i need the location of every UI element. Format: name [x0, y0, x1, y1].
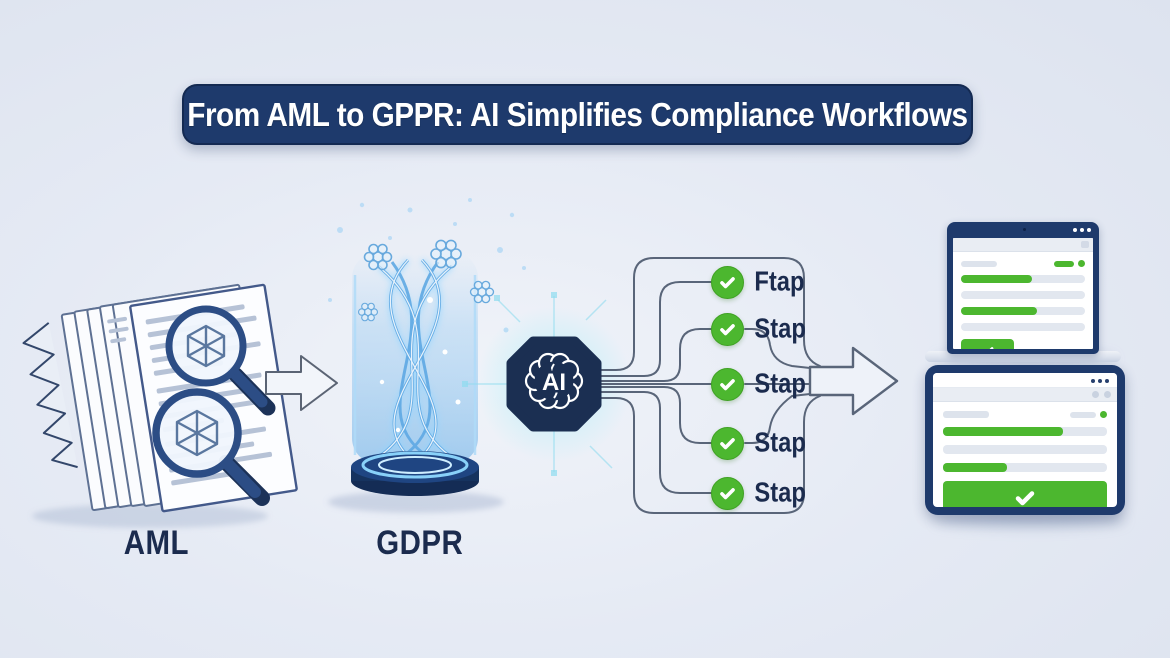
checklist-item-label: Ftap	[754, 266, 805, 297]
toolbar-icon	[1092, 391, 1099, 398]
aml-document-stack	[22, 283, 298, 513]
laptop-content	[953, 252, 1093, 349]
checklist-item: Stap	[711, 367, 807, 401]
check-icon	[711, 367, 744, 401]
ai-chip: AI	[506, 336, 602, 432]
confirm-button[interactable]	[961, 339, 1015, 349]
status-pill	[1054, 260, 1074, 267]
empty-bar	[943, 445, 1107, 454]
addressbar-button-icon	[1081, 241, 1089, 248]
tablet-titlebar	[933, 373, 1117, 388]
tablet-content	[933, 402, 1117, 507]
magnifier-icon	[165, 305, 276, 416]
progress-fill	[943, 463, 1007, 472]
camera-dot-icon	[1023, 228, 1026, 231]
ai-chip-label: AI	[542, 369, 566, 396]
status-pill	[1070, 411, 1096, 418]
progress-track	[943, 463, 1107, 472]
laptop-base	[925, 351, 1121, 362]
confirm-button[interactable]	[943, 481, 1107, 507]
label-placeholder	[961, 260, 997, 267]
empty-bar	[961, 291, 1085, 299]
brain-icon	[524, 352, 584, 410]
check-icon	[711, 426, 744, 460]
laptop-screen	[953, 238, 1093, 349]
address-bar	[953, 238, 1093, 252]
checklist-item: Stap	[711, 476, 807, 510]
checklist-item: Stap	[711, 312, 807, 346]
progress-fill	[943, 427, 1063, 436]
workflow-connectors	[597, 257, 851, 514]
screen-header-row	[943, 411, 1107, 418]
gdpr-hologram	[328, 198, 526, 496]
progress-fill	[961, 275, 1032, 283]
status-indicator	[1070, 411, 1107, 418]
toolbar-icon	[1104, 391, 1111, 398]
hologram-base	[351, 451, 479, 496]
checklist-item: Ftap	[711, 265, 806, 299]
tablet-mockup	[925, 365, 1125, 515]
arrow-right-icon	[265, 355, 338, 411]
crumpled-edge	[22, 322, 78, 469]
label-placeholder	[943, 411, 989, 418]
progress-track	[961, 307, 1085, 315]
checklist-item-label: Stap	[754, 368, 806, 399]
status-indicator	[1054, 260, 1085, 267]
magnifier-icon	[152, 388, 270, 506]
rosette-motifs	[357, 239, 495, 322]
gdpr-label: GDPR	[376, 523, 464, 562]
status-dot-icon	[1078, 260, 1085, 267]
window-dots-icon	[1073, 228, 1091, 232]
check-icon	[711, 476, 744, 510]
checklist-item: Stap	[711, 426, 807, 460]
aml-label: AML	[123, 523, 189, 562]
tablet-screen	[933, 373, 1117, 507]
check-icon	[711, 265, 744, 299]
title-banner: From AML to GPPR: AI Simplifies Complian…	[182, 84, 973, 145]
output-arrow-icon	[808, 346, 899, 416]
tablet-toolbar	[933, 388, 1117, 402]
screen-header-row	[961, 260, 1085, 267]
check-icon	[711, 312, 744, 346]
progress-track	[961, 275, 1085, 283]
laptop-topbar	[947, 222, 1099, 238]
window-dots-icon	[1091, 379, 1109, 383]
tablet-shadow	[935, 512, 1125, 528]
progress-fill	[961, 307, 1037, 315]
empty-bar	[961, 323, 1085, 331]
checklist-item-label: Stap	[754, 427, 806, 458]
checklist-item-label: Stap	[754, 313, 806, 344]
progress-track	[943, 427, 1107, 436]
checklist-item-label: Stap	[754, 477, 806, 508]
status-dot-icon	[1100, 411, 1107, 418]
laptop-mockup	[947, 222, 1099, 354]
ground-shadows	[32, 491, 504, 528]
title-text: From AML to GPPR: AI Simplifies Complian…	[187, 95, 968, 133]
